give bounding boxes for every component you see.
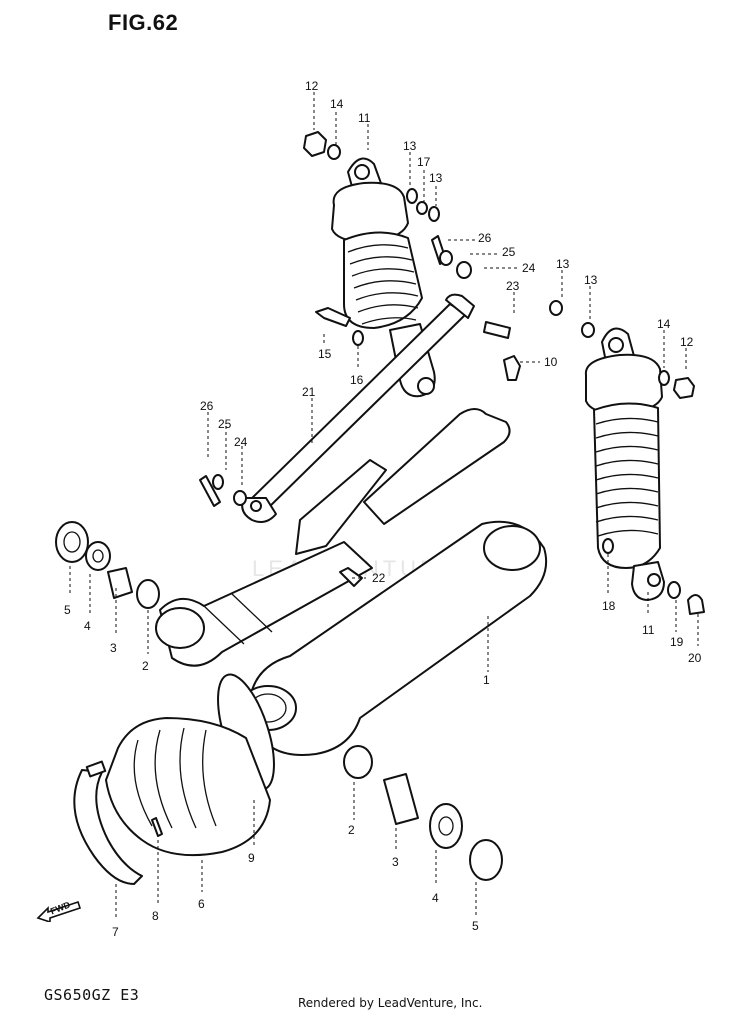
footer-credit: Rendered by LeadVenture, Inc.: [298, 996, 483, 1010]
callout-c11b: 11: [642, 623, 655, 637]
callout-c12b: 12: [680, 335, 694, 349]
callout-c26b: 26: [200, 399, 214, 413]
callout-c4b: 4: [432, 891, 439, 905]
callout-c25b: 25: [218, 417, 232, 431]
model-code: GS650GZ E3: [44, 986, 140, 1004]
shaft-boot-assembly[interactable]: [73, 668, 285, 885]
callout-c15: 15: [318, 347, 332, 361]
callout-c22: 22: [372, 571, 386, 585]
callout-c9: 9: [248, 851, 255, 865]
callout-c24a: 24: [522, 261, 536, 275]
callout-c13c: 13: [556, 257, 570, 271]
leader-lines: [69, 92, 699, 920]
callout-c6: 6: [198, 897, 205, 911]
callout-c10: 10: [544, 355, 558, 369]
callout-c2b: 2: [348, 823, 355, 837]
callout-c23: 23: [506, 279, 520, 293]
torque-link-rod[interactable]: [241, 293, 475, 523]
callout-c19: 19: [670, 635, 684, 649]
callout-c5a: 5: [64, 603, 71, 617]
callout-labels: 1223344556789101111121213131313141415161…: [64, 79, 702, 939]
callout-c2a: 2: [142, 659, 149, 673]
pivot-parts-right[interactable]: [343, 745, 503, 881]
callout-c1: 1: [483, 673, 490, 687]
callout-c26a: 26: [478, 231, 492, 245]
callout-c12a: 12: [305, 79, 319, 93]
callout-c18: 18: [602, 599, 616, 613]
pivot-parts-left[interactable]: [55, 521, 160, 609]
callout-c14a: 14: [330, 97, 344, 111]
fasteners[interactable]: [151, 131, 705, 837]
callout-c4a: 4: [84, 619, 91, 633]
swing-arm[interactable]: [155, 408, 548, 756]
callout-c7: 7: [112, 925, 119, 939]
callout-c8: 8: [152, 909, 159, 923]
callout-c5b: 5: [472, 919, 479, 933]
forward-arrow-icon: [36, 900, 82, 922]
callout-c13d: 13: [584, 273, 598, 287]
callout-c25a: 25: [502, 245, 516, 259]
callout-c13a: 13: [403, 139, 417, 153]
callout-c14b: 14: [657, 317, 671, 331]
callout-c16: 16: [350, 373, 364, 387]
callout-c20: 20: [688, 651, 702, 665]
callout-c3a: 3: [110, 641, 117, 655]
callout-c17: 17: [417, 155, 431, 169]
callout-c21: 21: [302, 385, 316, 399]
figure-title: FIG.62: [108, 10, 179, 35]
rear-shock-right[interactable]: [584, 327, 665, 601]
callout-c3b: 3: [392, 855, 399, 869]
callout-c24b: 24: [234, 435, 248, 449]
callout-c11a: 11: [358, 111, 371, 125]
callout-c13b: 13: [429, 171, 443, 185]
